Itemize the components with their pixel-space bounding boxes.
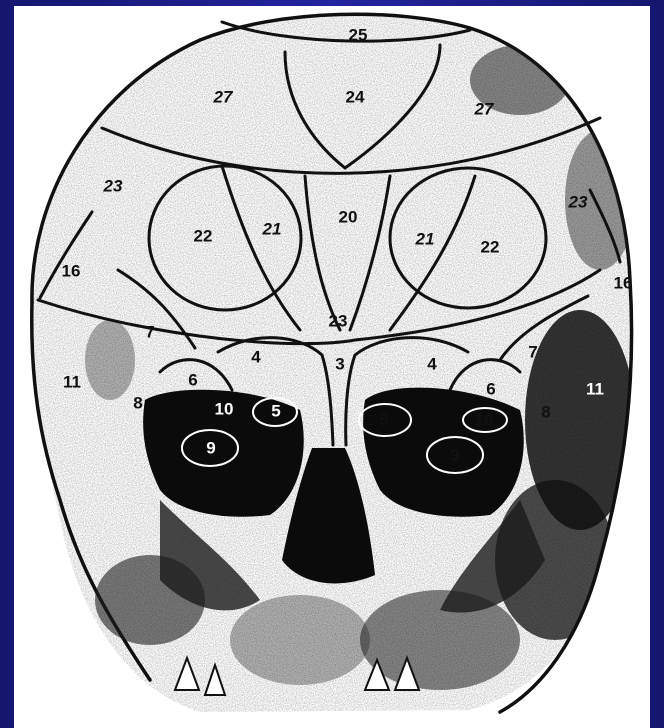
label-r10-left: 10 <box>215 399 234 418</box>
label-r3: 3 <box>335 354 344 373</box>
label-r9-left: 9 <box>206 438 215 457</box>
label-r7-right: 7 <box>528 342 537 361</box>
bone-shading <box>14 6 650 728</box>
label-r16-left: 16 <box>62 261 81 280</box>
skull-diagram: 25 24 27 27 23 23 22 21 20 21 22 16 16 2… <box>14 6 650 728</box>
label-r23-left: 23 <box>103 176 123 195</box>
label-r22-right: 22 <box>481 237 500 256</box>
label-r20: 20 <box>339 207 358 226</box>
label-r6-right: 6 <box>486 379 495 398</box>
label-r4-left: 4 <box>251 347 261 366</box>
label-r11-right: 11 <box>586 379 604 398</box>
label-r25: 25 <box>349 25 368 44</box>
label-r21-right: 21 <box>415 229 435 248</box>
label-r10-right: 10 <box>475 410 494 429</box>
label-r22-left: 22 <box>194 226 213 245</box>
label-r23-bottom: 23 <box>329 311 348 330</box>
label-r16-right: 16 <box>614 273 633 292</box>
label-r8-left: 8 <box>133 393 142 412</box>
label-r27-right: 27 <box>474 99 495 118</box>
label-r6-left: 6 <box>188 370 197 389</box>
label-r4-right: 4 <box>427 354 437 373</box>
label-r5-left: 5 <box>271 401 280 420</box>
label-r23-right: 23 <box>568 192 588 211</box>
label-r9-right: 9 <box>450 445 459 464</box>
label-r8-right: 8 <box>541 402 550 421</box>
label-r7-left: 7 <box>145 322 154 341</box>
label-r27-left: 27 <box>213 87 234 106</box>
diagram-panel: 25 24 27 27 23 23 22 21 20 21 22 16 16 2… <box>14 6 650 728</box>
label-r21-left: 21 <box>262 219 282 238</box>
label-r11-left: 11 <box>63 372 81 391</box>
label-r5-right: 5 <box>379 410 388 429</box>
label-r24: 24 <box>346 87 365 106</box>
